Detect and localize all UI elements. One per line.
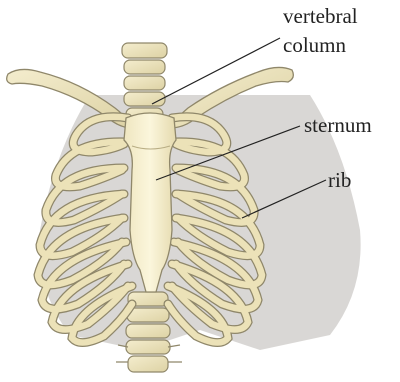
label-rib: rib (328, 168, 351, 192)
label-sternum: sternum (304, 113, 372, 137)
label-vertebral-column-line1: vertebral (283, 4, 358, 28)
label-vertebral-column-line2: column (283, 33, 346, 57)
